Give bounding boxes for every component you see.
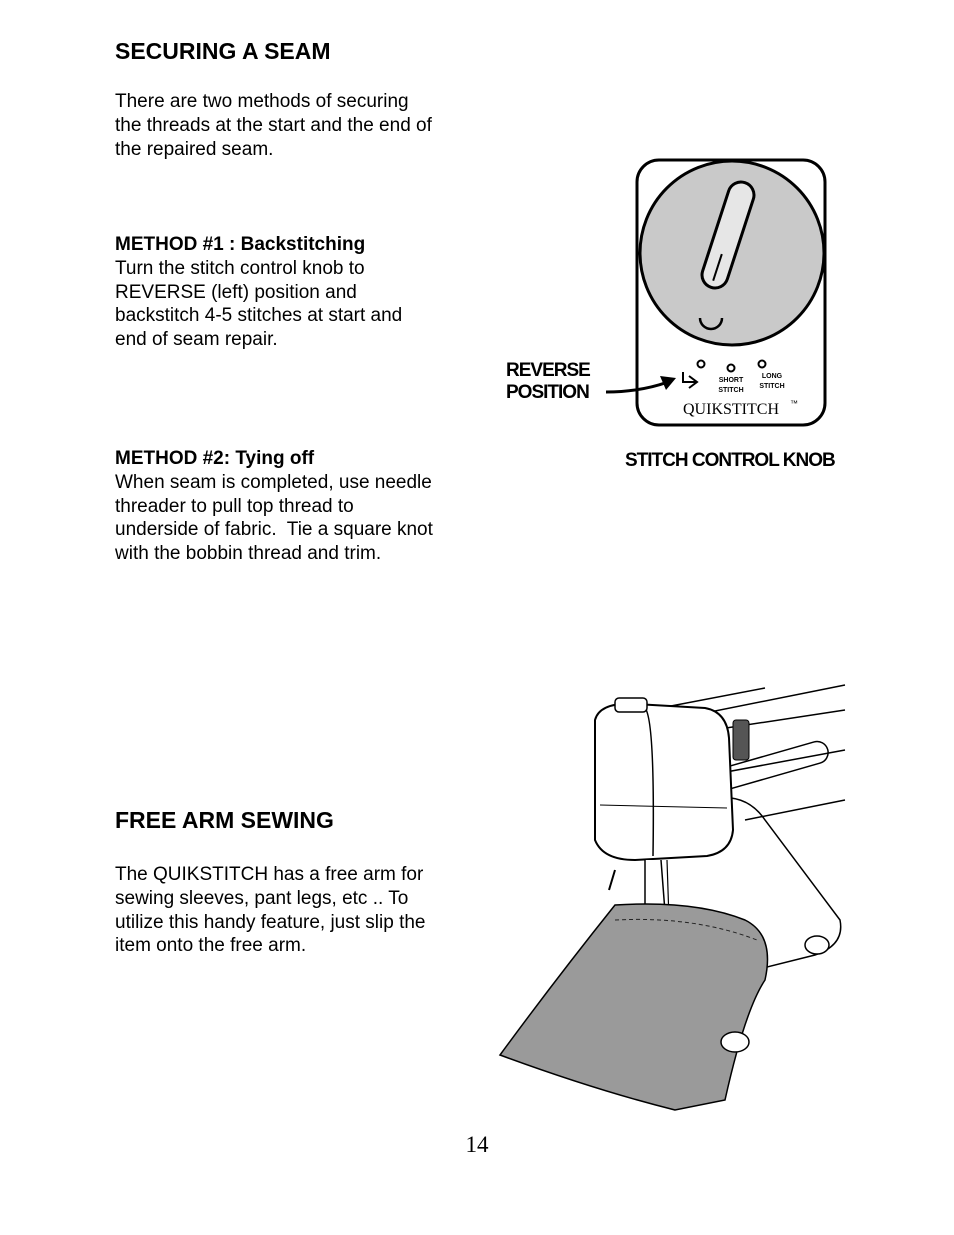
knob-caption: STITCH CONTROL KNOB [625,450,835,471]
long-stitch-label-1: LONG [762,373,783,380]
method2-title: METHOD #2: Tying off [115,448,315,469]
method1-line: REVERSE (left) position and [115,281,357,303]
intro-line: There are two methods of securing [115,91,409,112]
short-stitch-label-1: SHORT [719,377,744,384]
brand-label: QUIKSTITCH [683,401,779,418]
machine-arm-outline [644,684,846,821]
free-arm-line: The QUIKSTITCH has a free arm for [115,864,424,885]
trademark-symbol: ™ [790,399,798,408]
machine-head [594,702,735,862]
short-stitch-label-2: STITCH [718,387,743,394]
reverse-symbol-icon [682,372,699,389]
fabric-sleeve [498,903,769,1111]
section-heading-securing-seam: SECURING A SEAM [115,38,331,64]
machine-foot [720,1031,750,1053]
method1-title: METHOD #1 : Backstitching [115,234,366,255]
intro-line: the threads at the start and the end of [115,114,432,136]
method2-line: underside of fabric. Tie a square knot [115,519,433,541]
stitch-control-knob-figure: SHORT STITCH LONG STITCH QUIKSTITCH ™ RE… [506,158,836,471]
method1-paragraph: METHOD #1 : Backstitching Turn the stitc… [115,233,402,352]
page-number: 14 [465,1132,489,1157]
head-panel-line [599,804,728,809]
reverse-dot-icon [696,359,706,369]
thread-spool-pin [614,697,648,713]
seam-stitch-line [614,918,758,941]
handwheel-icon [732,719,750,761]
long-stitch-label-2: STITCH [759,383,784,390]
free-arm-paragraph: The QUIKSTITCH has a free arm for sewing… [115,863,426,958]
method1-line: backstitch 4-5 stitches at start and [115,305,403,327]
method2-line: with the bobbin thread and trim. [115,543,382,565]
short-stitch-dot-icon [726,363,736,373]
method2-paragraph: METHOD #2: Tying off When seam is comple… [115,447,433,566]
arrow-head-icon [660,376,676,390]
head-seam-line [644,707,655,857]
intro-line: the repaired seam. [115,138,274,160]
method2-line: threader to pull top thread to [115,495,354,517]
free-arm-line: sewing sleeves, pant legs, etc .. To [115,887,409,909]
free-arm-line: utilize this handy feature, just slip th… [115,911,426,933]
long-stitch-dot-icon [757,359,767,369]
reverse-label-line2: POSITION [506,382,589,403]
section-heading-free-arm: FREE ARM SEWING [115,807,334,833]
reverse-label-line1: REVERSE [506,360,590,381]
method2-line: When seam is completed, use needle [115,471,432,493]
method1-line: end of seam repair. [115,329,278,351]
method1-line: Turn the stitch control knob to [115,257,365,279]
knob-mark-icon [698,317,724,331]
intro-paragraph: There are two methods of securing the th… [115,90,432,161]
knob-pointer [700,180,756,290]
thread-cutter [608,869,616,891]
free-arm-line: item onto the free arm. [115,935,307,957]
free-arm-sewing-illustration [498,684,846,1111]
machine-foot [804,935,830,955]
